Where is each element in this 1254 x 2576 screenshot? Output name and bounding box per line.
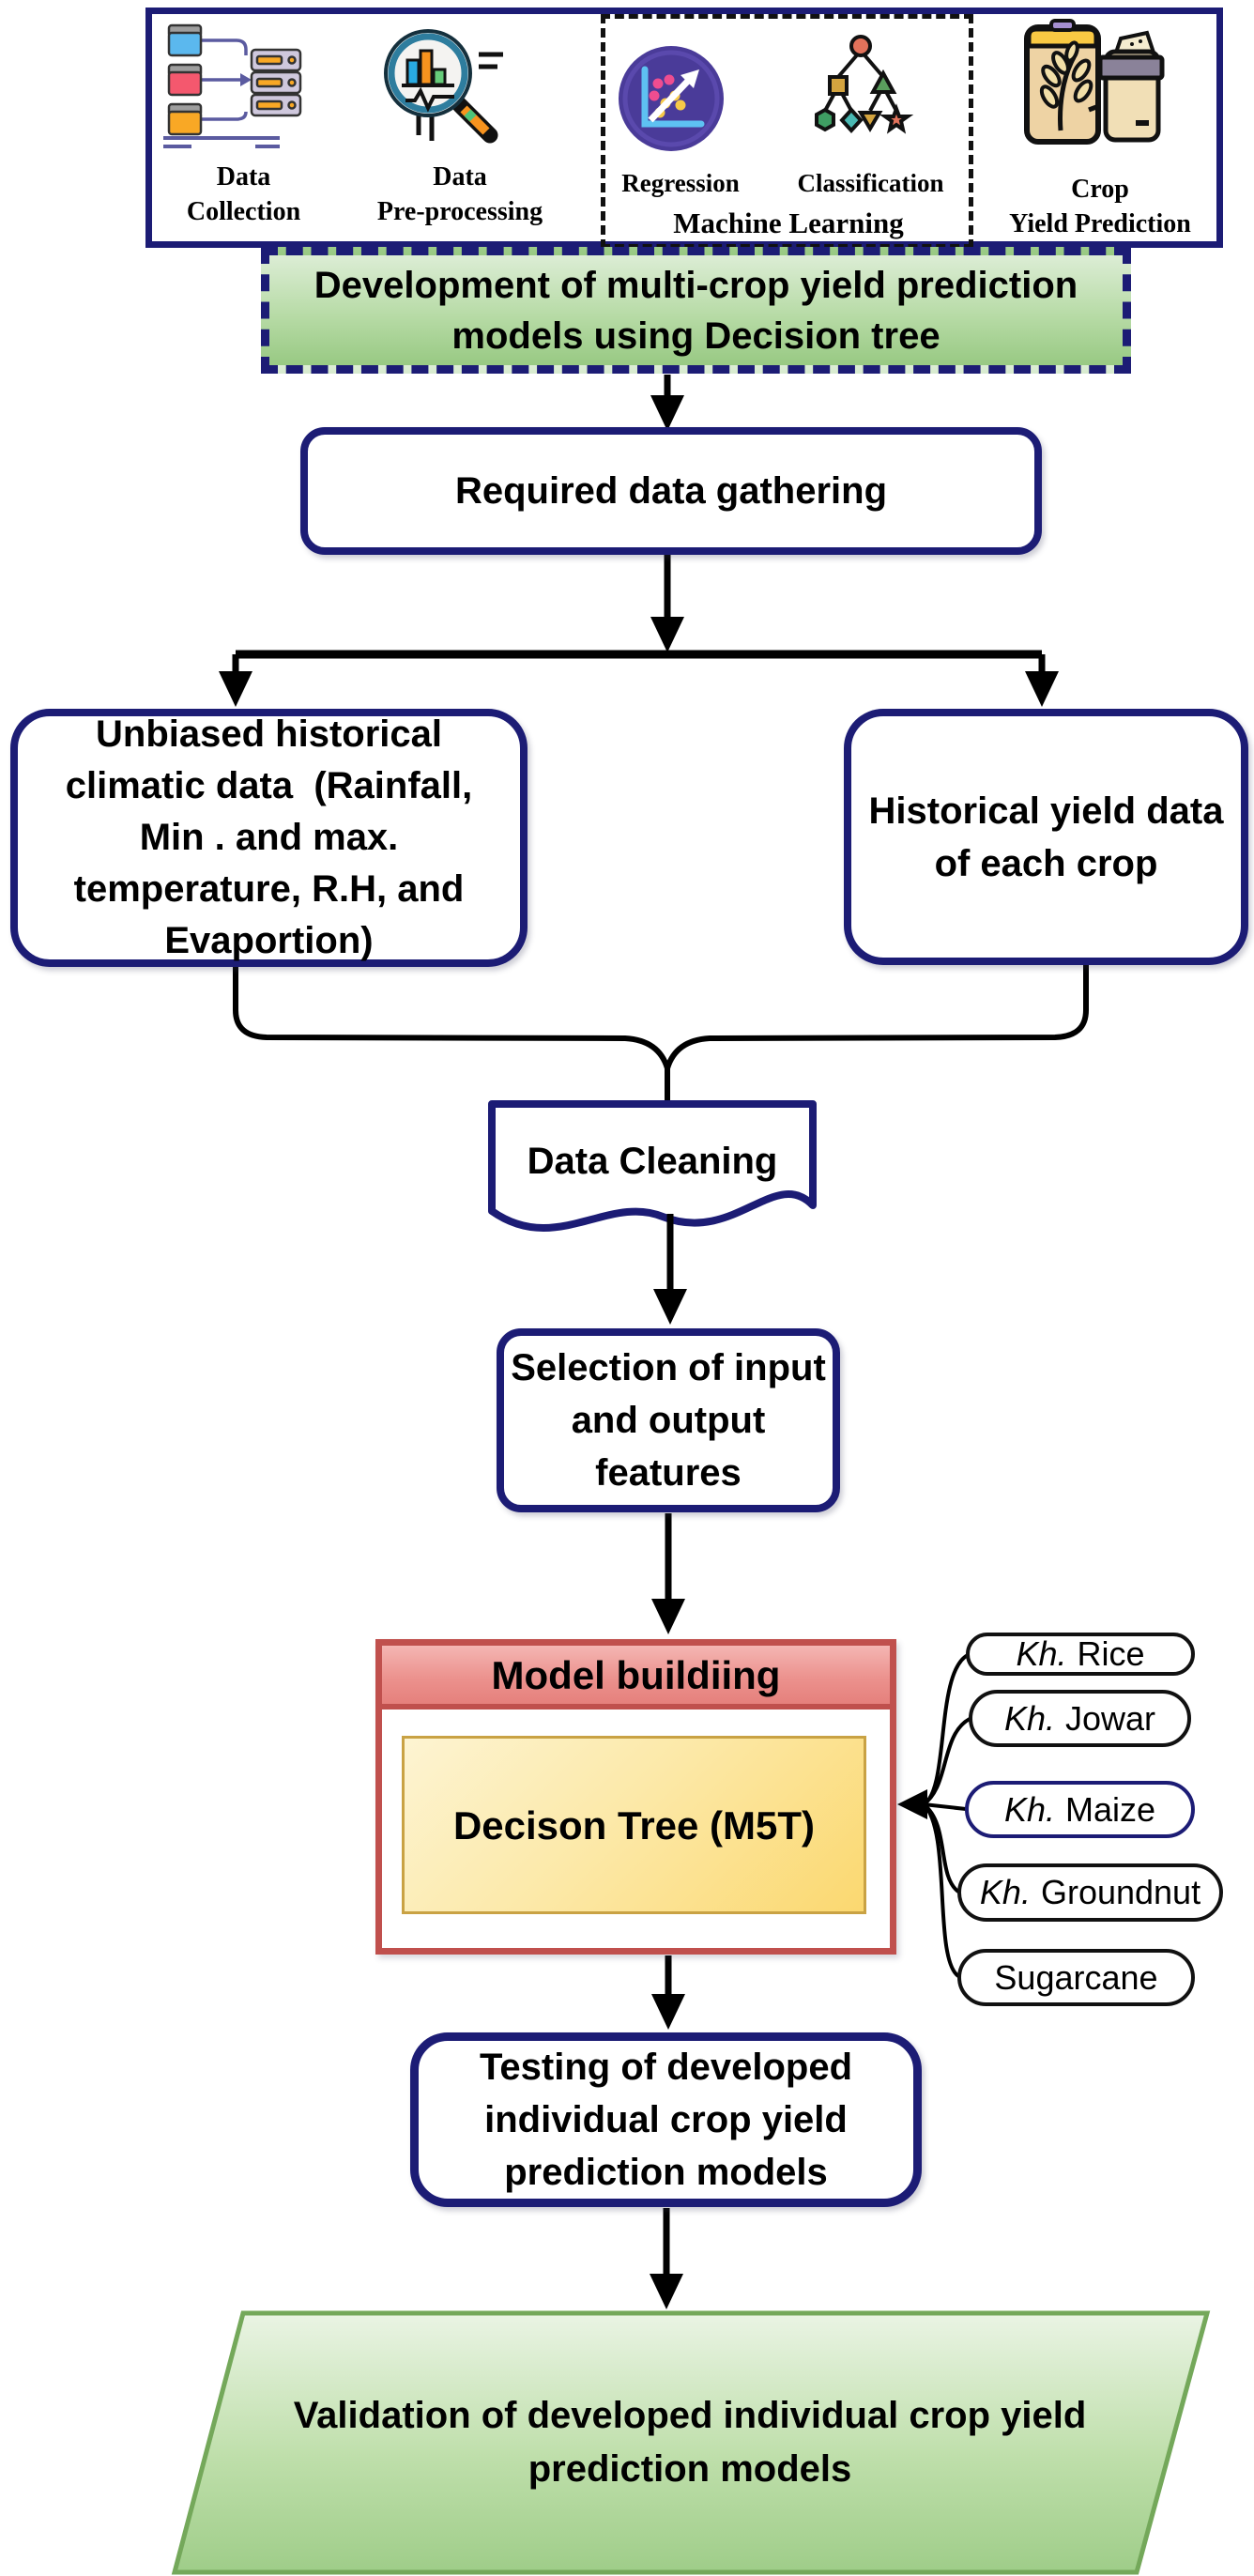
- crop-pill-rice: Kh. Rice: [966, 1633, 1195, 1676]
- arrow-cleaning-to-selection: [653, 1214, 687, 1325]
- required-data-gathering-label: Required data gathering: [454, 469, 888, 512]
- crop-pill-maize-name: Maize: [1065, 1789, 1156, 1829]
- crop-pill-maize: Kh. Maize: [965, 1781, 1195, 1838]
- validation-parallelogram-shape: [171, 2310, 1211, 2575]
- crop-pill-rice-prefix: Kh.: [1016, 1634, 1067, 1673]
- arrow-dev-to-required: [650, 375, 684, 431]
- arrow-required-to-split: [236, 555, 1042, 659]
- crop-pill-rice-name: Rice: [1077, 1634, 1145, 1673]
- data-collection-label: Data Collection: [186, 162, 301, 226]
- testing-label: Testing of developed individual crop yie…: [479, 2047, 853, 2193]
- classification-icon: [815, 35, 914, 134]
- machine-learning-section: Regression Classification: [601, 14, 973, 249]
- crop-pill-groundnut: Kh. Groundnut: [957, 1863, 1223, 1922]
- crop-pill-maize-prefix: Kh.: [1003, 1789, 1055, 1829]
- climatic-data-label: Unbiased historical climatic data (Rainf…: [65, 713, 473, 961]
- crop-yield-prediction-label: Crop Yield Prediction: [1009, 175, 1191, 238]
- model-crop-fan: [922, 1653, 971, 1978]
- crop-pill-groundnut-name: Groundnut: [1040, 1873, 1201, 1911]
- model-building-box: Model buildiing Decison Tree (M5T): [375, 1639, 896, 1955]
- data-cleaning-shape: [488, 1100, 817, 1232]
- data-preprocessing-icon: [384, 29, 503, 144]
- data-preprocessing-label: Data Pre-processing: [376, 162, 543, 226]
- climatic-data-box: Unbiased historical climatic data (Rainf…: [10, 709, 528, 967]
- regression-label: Regression: [621, 169, 740, 197]
- merge-brace: [233, 965, 1089, 1102]
- crop-pill-groundnut-prefix: Kh.: [979, 1873, 1031, 1911]
- decision-tree-box: Decison Tree (M5T): [402, 1736, 866, 1914]
- yield-data-label: Historical yield data of each crop: [868, 790, 1224, 884]
- data-collection-icon: [163, 23, 302, 148]
- arrow-selection-to-model: [651, 1513, 685, 1634]
- data-cleaning-label: Data Cleaning: [527, 1140, 778, 1182]
- development-box: Development of multi-crop yield predicti…: [261, 247, 1131, 374]
- classification-label: Classification: [797, 169, 944, 197]
- validation-label: Validation of developed individual crop …: [293, 2395, 1087, 2490]
- crop-pill-sugarcane-name: Sugarcane: [994, 1957, 1158, 1997]
- data-cleaning-box: Data Cleaning: [492, 1119, 813, 1204]
- arrow-split-left: [219, 654, 252, 707]
- selection-box: Selection of input and output features: [497, 1328, 840, 1512]
- crop-yield-prediction-icon: [1024, 19, 1165, 145]
- crop-pill-jowar: Kh. Jowar: [969, 1690, 1191, 1747]
- arrow-model-to-testing: [651, 1955, 685, 2030]
- machine-learning-label: Machine Learning: [673, 207, 904, 239]
- crop-pill-jowar-prefix: Kh.: [1003, 1698, 1055, 1738]
- fan-arrowhead-icon: [897, 1789, 927, 1819]
- model-building-label: Model buildiing: [491, 1652, 781, 1697]
- regression-icon: [619, 46, 724, 151]
- decision-tree-label: Decison Tree (M5T): [452, 1802, 816, 1848]
- development-box-label: Development of multi-crop yield predicti…: [314, 264, 1078, 357]
- testing-box: Testing of developed individual crop yie…: [410, 2032, 922, 2207]
- arrow-split-right: [1025, 654, 1059, 707]
- arrow-testing-to-validation: [650, 2208, 683, 2309]
- crop-pill-jowar-name: Jowar: [1065, 1698, 1156, 1738]
- yield-data-box: Historical yield data of each crop: [844, 709, 1248, 965]
- model-building-header: Model buildiing: [382, 1646, 890, 1710]
- selection-label: Selection of input and output features: [511, 1347, 826, 1494]
- process-banner: Data Collection Data Pre-processing: [145, 8, 1223, 249]
- required-data-gathering-box: Required data gathering: [300, 427, 1042, 555]
- crop-pill-sugarcane: Sugarcane: [957, 1949, 1195, 2006]
